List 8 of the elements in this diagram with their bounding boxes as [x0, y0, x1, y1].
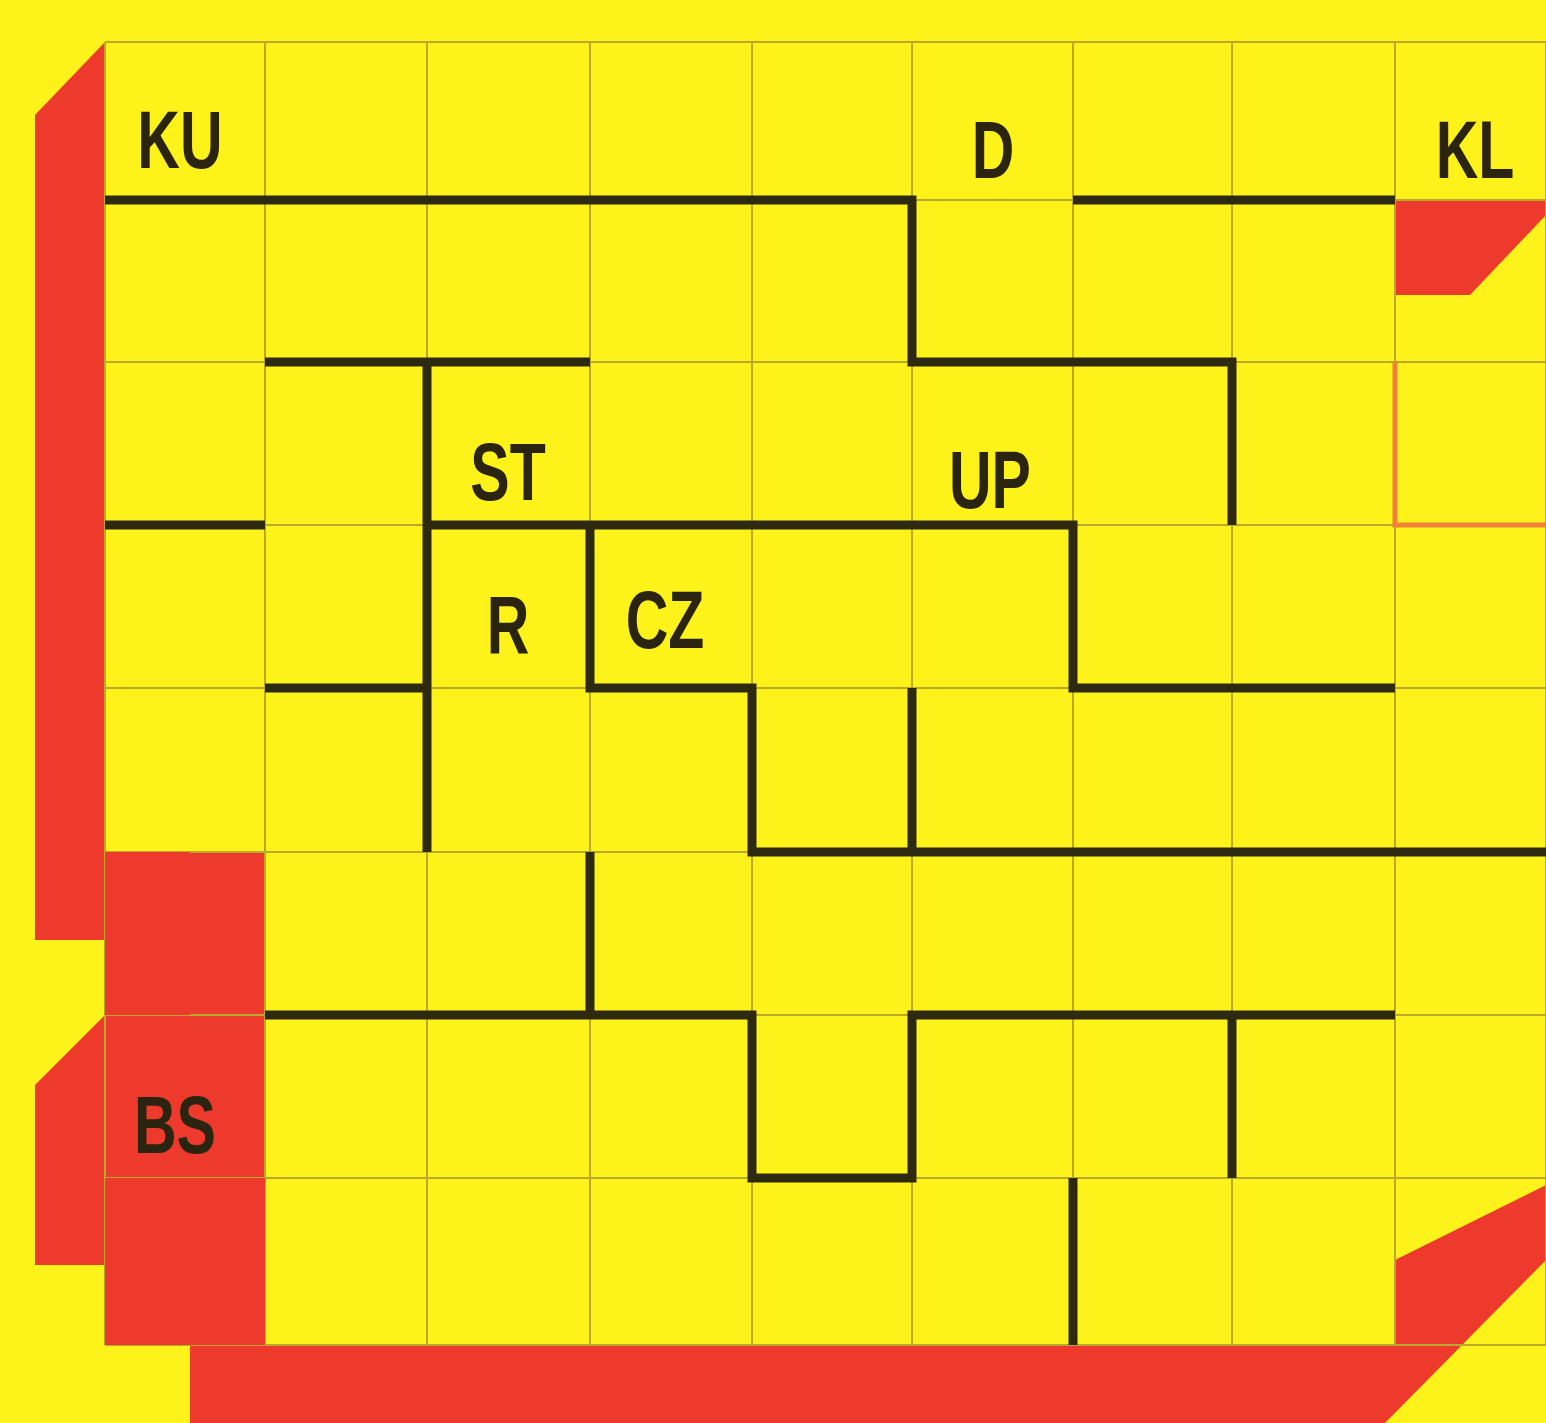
region-label: D: [971, 109, 1015, 191]
region-label: KU: [137, 99, 223, 181]
region-label: BS: [134, 1084, 216, 1166]
region-label: UP: [949, 439, 1031, 521]
region-label: R: [486, 584, 530, 666]
region-label: KL: [1435, 109, 1515, 191]
region-label: ST: [470, 431, 546, 513]
region-label: CZ: [625, 579, 705, 661]
